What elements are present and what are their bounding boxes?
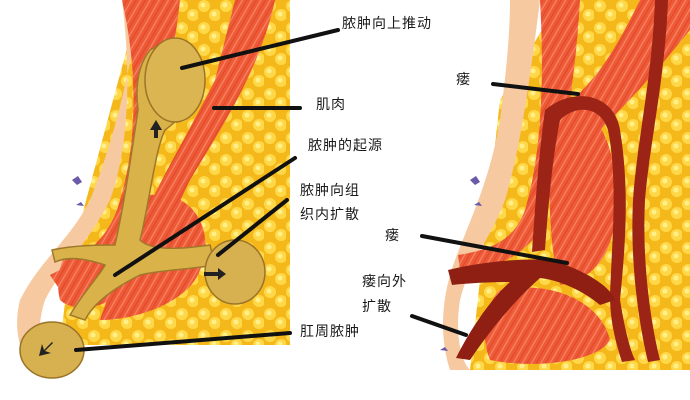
arrow-down-left-icon xyxy=(39,342,53,356)
label-muscle: 肌肉 xyxy=(316,97,346,113)
label-abscess-push-up: 脓肿向上推动 xyxy=(342,16,432,32)
arrow-right-icon xyxy=(204,268,226,280)
left-panel xyxy=(17,0,290,379)
label-fistula-top: 瘘 xyxy=(456,72,471,88)
label-abscess-spread-line2: 织内扩散 xyxy=(300,207,360,223)
label-perianal-abscess: 肛周脓肿 xyxy=(300,324,360,340)
label-fistula-out-line2: 扩散 xyxy=(362,299,392,315)
label-fistula-out-line1: 瘘向外 xyxy=(362,274,407,290)
label-abscess-origin: 脓肿的起源 xyxy=(308,138,383,154)
right-panel xyxy=(440,0,690,370)
label-abscess-spread-line1: 脓肿向组 xyxy=(300,183,360,199)
arrow-up-icon xyxy=(150,120,162,138)
leader-lines xyxy=(74,28,580,352)
label-fistula-mid: 瘘 xyxy=(385,228,400,244)
